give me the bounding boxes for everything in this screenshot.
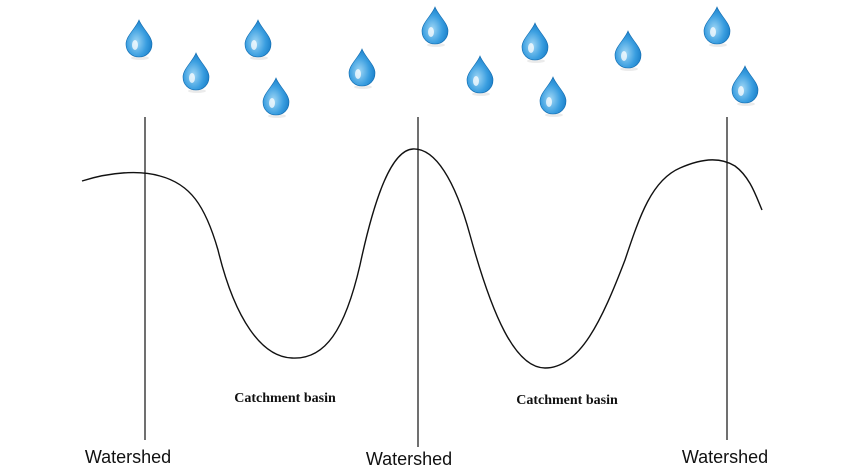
rain-drops xyxy=(125,6,759,118)
raindrop-icon xyxy=(703,6,731,47)
raindrop-icon xyxy=(244,19,272,60)
raindrop-icon xyxy=(539,76,567,117)
raindrop-icon xyxy=(262,77,290,118)
raindrop-icon xyxy=(182,52,210,93)
catchment-basin-label-right: Catchment basin xyxy=(516,393,618,408)
raindrop-icon xyxy=(731,65,759,106)
raindrop-icon xyxy=(348,48,376,89)
watershed-label-right: Watershed xyxy=(682,447,768,467)
raindrop-icon xyxy=(466,55,494,96)
catchment-basin-label-left: Catchment basin xyxy=(234,391,336,406)
raindrop-icon xyxy=(125,19,153,60)
raindrop-icon xyxy=(421,6,449,47)
raindrop-icon xyxy=(521,22,549,63)
watershed-label-left: Watershed xyxy=(85,447,171,467)
watershed-label-middle: Watershed xyxy=(366,449,452,469)
terrain-profile-curve xyxy=(81,148,763,369)
raindrop-icon xyxy=(614,30,642,71)
